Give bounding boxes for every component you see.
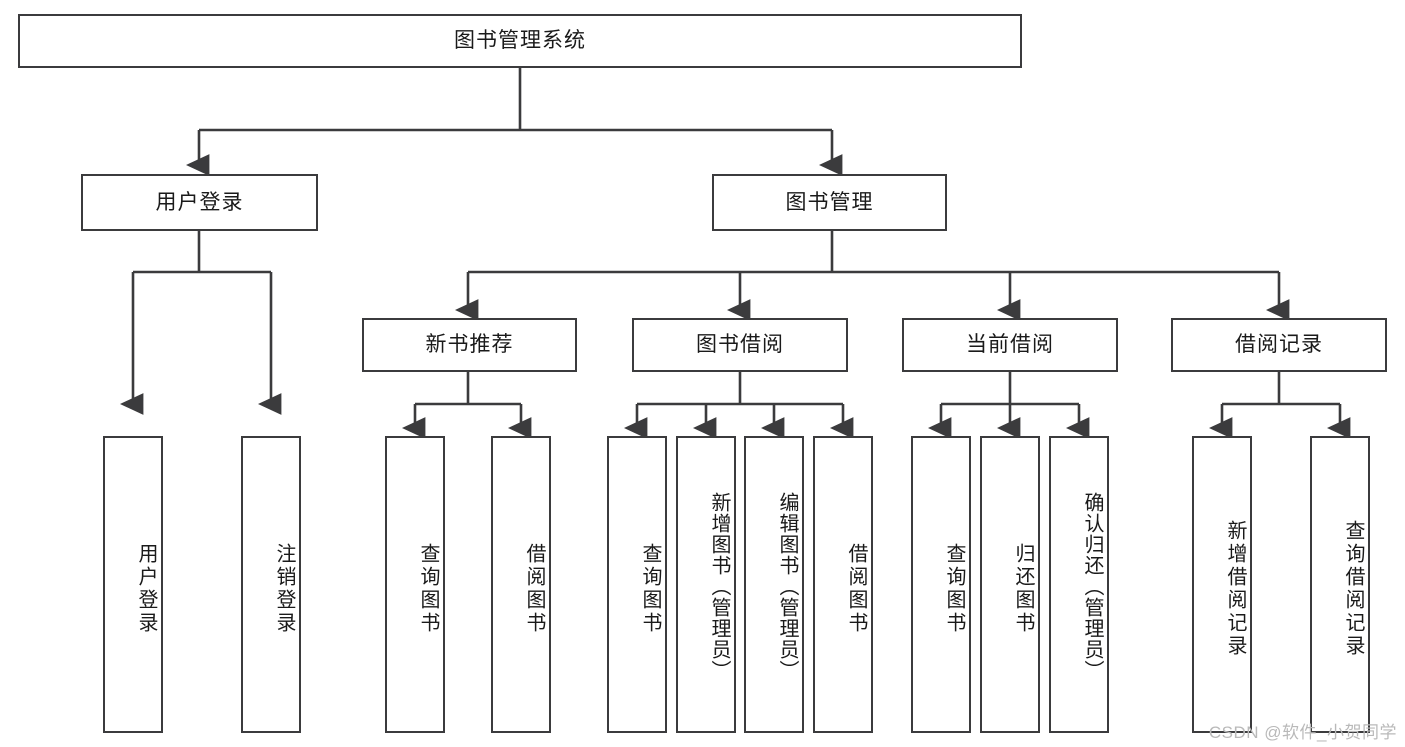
node-current-borrow[interactable]: 当前借阅 — [902, 318, 1118, 372]
node-book-borrow-label: 图书借阅 — [696, 333, 784, 357]
node-leaf-user-login[interactable]: 用户登录 — [103, 436, 163, 733]
node-user-login-label: 用户登录 — [155, 190, 244, 214]
node-leaf-query-record[interactable]: 查询借阅记录 — [1310, 436, 1370, 733]
node-leaf-confirm-return[interactable]: 确认归还（管理员） — [1049, 436, 1109, 733]
node-leaf-add-book-label: 新增图书（管理员） — [708, 492, 730, 681]
node-book-manage[interactable]: 图书管理 — [712, 174, 947, 231]
node-new-book-recommend-label: 新书推荐 — [425, 333, 514, 357]
node-borrow-record[interactable]: 借阅记录 — [1171, 318, 1387, 372]
node-new-book-recommend[interactable]: 新书推荐 — [362, 318, 577, 372]
node-leaf-query-book-b[interactable]: 查询图书 — [607, 436, 667, 733]
node-leaf-edit-book-label: 编辑图书（管理员） — [776, 492, 798, 681]
node-leaf-borrow-book-a[interactable]: 借阅图书 — [491, 436, 551, 733]
node-leaf-borrow-book-b[interactable]: 借阅图书 — [813, 436, 873, 733]
node-root[interactable]: 图书管理系统 — [18, 14, 1022, 68]
node-leaf-query-record-label: 查询借阅记录 — [1342, 519, 1364, 658]
node-leaf-query-book-b-label: 查询图书 — [639, 542, 661, 635]
node-leaf-return-book[interactable]: 归还图书 — [980, 436, 1040, 733]
node-user-login[interactable]: 用户登录 — [81, 174, 318, 231]
node-leaf-user-login-label: 用户登录 — [135, 542, 157, 635]
node-leaf-logout-label: 注销登录 — [273, 542, 295, 635]
node-leaf-query-book-a-label: 查询图书 — [417, 542, 439, 635]
watermark-text: CSDN @软件_小贺同学 — [1208, 723, 1397, 742]
node-book-borrow[interactable]: 图书借阅 — [632, 318, 848, 372]
node-leaf-query-book-a[interactable]: 查询图书 — [385, 436, 445, 733]
node-leaf-add-record[interactable]: 新增借阅记录 — [1192, 436, 1252, 733]
node-leaf-return-book-label: 归还图书 — [1012, 542, 1034, 635]
node-leaf-logout[interactable]: 注销登录 — [241, 436, 301, 733]
node-borrow-record-label: 借阅记录 — [1235, 333, 1323, 357]
node-leaf-edit-book[interactable]: 编辑图书（管理员） — [744, 436, 804, 733]
node-leaf-confirm-return-label: 确认归还（管理员） — [1081, 492, 1103, 681]
node-leaf-query-book-c-label: 查询图书 — [943, 542, 965, 635]
node-current-borrow-label: 当前借阅 — [966, 333, 1054, 357]
node-leaf-add-book[interactable]: 新增图书（管理员） — [676, 436, 736, 733]
node-root-label: 图书管理系统 — [454, 29, 586, 53]
node-leaf-query-book-c[interactable]: 查询图书 — [911, 436, 971, 733]
node-leaf-add-record-label: 新增借阅记录 — [1224, 519, 1246, 658]
node-leaf-borrow-book-b-label: 借阅图书 — [845, 542, 867, 635]
node-leaf-borrow-book-a-label: 借阅图书 — [523, 542, 545, 635]
node-book-manage-label: 图书管理 — [785, 190, 874, 214]
